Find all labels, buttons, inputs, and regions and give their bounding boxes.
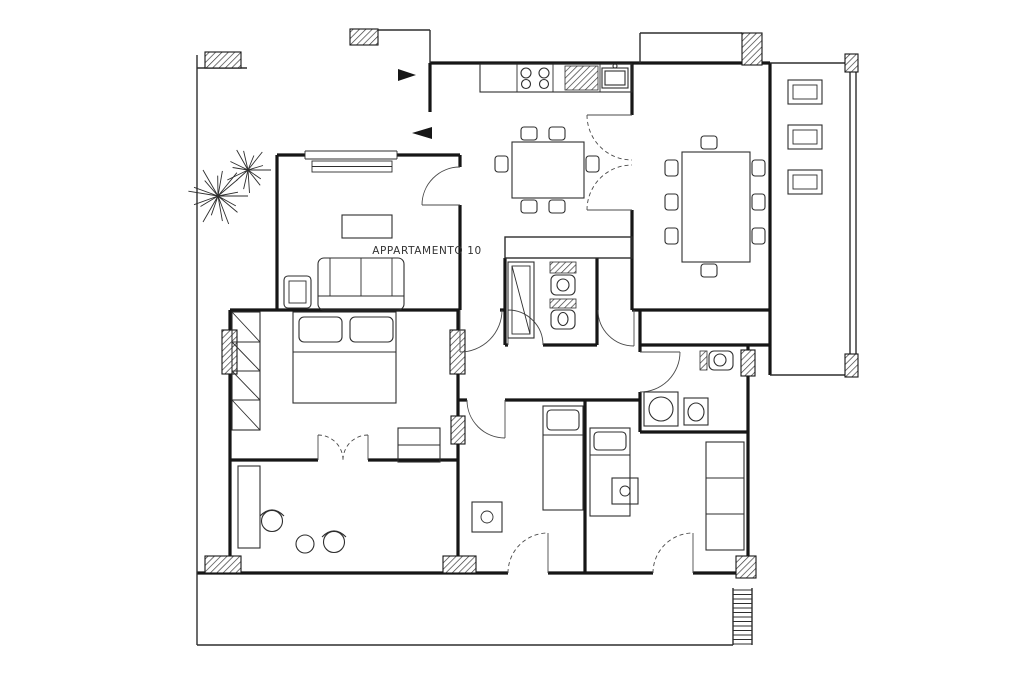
double-door-swing-icon bbox=[317, 434, 369, 461]
column-icon bbox=[741, 32, 763, 66]
wardrobe-icon bbox=[231, 311, 261, 431]
washing-machine-icon bbox=[643, 391, 679, 427]
large-table-icon bbox=[681, 151, 751, 263]
double-door-swing-icon bbox=[586, 114, 633, 211]
planter-icon bbox=[787, 124, 823, 150]
doors bbox=[317, 114, 694, 574]
sofa-icon bbox=[317, 257, 405, 311]
door-swing-icon bbox=[459, 309, 503, 353]
shower-icon bbox=[507, 261, 535, 339]
door-swing-icon bbox=[421, 166, 461, 206]
column-icon bbox=[204, 555, 242, 574]
entry-arrow-icon bbox=[398, 69, 416, 81]
desk-icon bbox=[237, 465, 261, 549]
coffee-table-icon bbox=[341, 214, 393, 239]
column-icon bbox=[221, 329, 238, 375]
chair-icon bbox=[520, 199, 538, 214]
chair-icon bbox=[548, 199, 566, 214]
columns bbox=[204, 28, 859, 579]
column-icon bbox=[450, 415, 466, 445]
apartment-label: APPARTAMENTO 10 bbox=[372, 245, 482, 257]
living-room-left: APPARTAMENTO 10 bbox=[283, 160, 482, 311]
nightstand-icon bbox=[471, 501, 503, 533]
window-icon bbox=[304, 150, 398, 160]
round-table-icon bbox=[295, 534, 315, 554]
chair-icon bbox=[751, 159, 766, 177]
planter-icon bbox=[787, 79, 823, 105]
toilet-icon bbox=[549, 261, 577, 296]
single-bed-icon bbox=[542, 405, 584, 511]
chair-icon bbox=[664, 159, 679, 177]
entry bbox=[398, 69, 432, 139]
terrace-bottom bbox=[733, 589, 752, 645]
chair-icon bbox=[751, 193, 766, 211]
toilet-icon bbox=[699, 350, 734, 371]
stairs-icon bbox=[733, 589, 752, 645]
column-icon bbox=[740, 349, 756, 377]
column-icon bbox=[204, 51, 242, 69]
column-icon bbox=[735, 555, 757, 579]
interior-walls bbox=[197, 61, 772, 575]
office-chair-icon bbox=[321, 530, 347, 554]
column-icon bbox=[349, 28, 379, 46]
double-bed-icon bbox=[292, 311, 397, 404]
plant-icon bbox=[227, 149, 271, 194]
chair-icon bbox=[751, 227, 766, 245]
bathroom-right bbox=[643, 350, 734, 427]
kitchen-counter bbox=[479, 63, 633, 93]
dresser-icon bbox=[397, 427, 441, 463]
entry-arrow-icon bbox=[412, 127, 432, 139]
column-icon bbox=[844, 53, 859, 73]
chair-icon bbox=[548, 126, 566, 141]
chair-icon bbox=[494, 155, 509, 173]
dining-table-icon bbox=[511, 141, 585, 199]
bedroom-center bbox=[471, 405, 584, 533]
armchair-icon bbox=[283, 275, 312, 309]
dining-area bbox=[494, 126, 600, 214]
door-swing-icon bbox=[507, 532, 549, 574]
door-swing-icon bbox=[597, 309, 635, 347]
door-swing-icon bbox=[652, 532, 694, 574]
study bbox=[237, 465, 347, 554]
counter-band bbox=[504, 236, 633, 259]
terrace-left bbox=[188, 149, 271, 225]
radiator-icon bbox=[311, 160, 393, 173]
chair-icon bbox=[664, 193, 679, 211]
planter-icon bbox=[787, 169, 823, 195]
bidet-icon bbox=[549, 298, 577, 330]
chair-icon bbox=[700, 135, 718, 150]
wardrobe-icon bbox=[705, 441, 745, 551]
bathroom-top bbox=[507, 261, 577, 339]
bedroom-main bbox=[231, 311, 441, 463]
nightstand-icon bbox=[611, 477, 639, 505]
bedroom-right bbox=[589, 427, 745, 551]
single-bed-icon bbox=[589, 427, 631, 517]
drainer-icon bbox=[564, 65, 599, 91]
chair-icon bbox=[664, 227, 679, 245]
office-chair-icon bbox=[259, 509, 285, 533]
door-swing-icon bbox=[466, 399, 506, 439]
column-icon bbox=[844, 353, 859, 378]
chair-icon bbox=[520, 126, 538, 141]
living-room-right bbox=[664, 79, 823, 278]
column-icon bbox=[442, 555, 477, 574]
stove-icon bbox=[520, 67, 550, 90]
door-swing-icon bbox=[639, 351, 681, 393]
plant-icon bbox=[188, 169, 248, 225]
chair-icon bbox=[700, 263, 718, 278]
sink-icon bbox=[601, 63, 629, 89]
washbasin-icon bbox=[683, 397, 709, 426]
chair-icon bbox=[585, 155, 600, 173]
kitchen bbox=[479, 63, 633, 93]
